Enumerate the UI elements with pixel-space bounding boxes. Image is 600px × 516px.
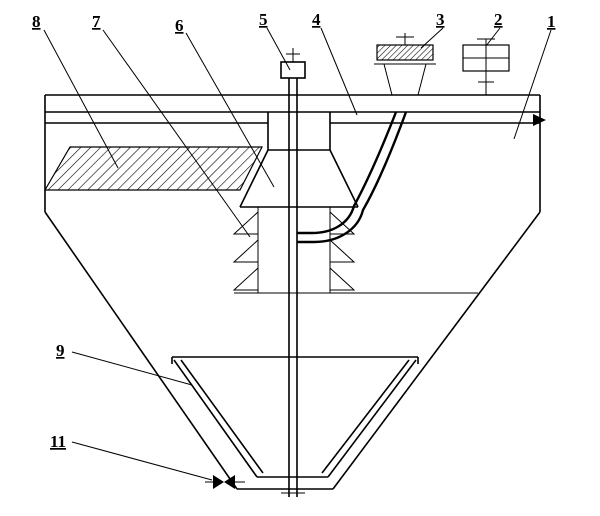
callout-6: 6 (175, 16, 184, 35)
callout-9: 9 (56, 341, 65, 360)
tank-shell-outline (44, 94, 541, 490)
callout-2: 2 (494, 10, 503, 29)
callout-5: 5 (259, 10, 268, 29)
callout-8: 8 (32, 12, 41, 31)
callout-11: 11 (50, 432, 66, 451)
leader-5 (266, 27, 291, 71)
callout-labels: 8 7 6 5 4 3 2 1 9 11 (32, 10, 556, 451)
callout-4: 4 (312, 10, 321, 29)
leader-6 (185, 32, 275, 188)
leader-7 (102, 29, 251, 238)
leader-4 (320, 27, 358, 116)
callout-1: 1 (547, 12, 556, 31)
inner-discharge-cone (171, 356, 419, 478)
leader-9 (71, 351, 193, 386)
leader-8 (43, 29, 119, 169)
callout-7: 7 (92, 12, 101, 31)
support-column-assembly (462, 38, 510, 95)
leader-1 (513, 29, 552, 140)
leader-2 (485, 27, 501, 47)
leader-11 (71, 441, 213, 481)
callout-3: 3 (436, 10, 445, 29)
leader-3 (420, 27, 444, 49)
feed-pipe (297, 111, 408, 244)
central-shaft (280, 48, 306, 497)
discharge-valve (205, 475, 245, 489)
hatched-feed-zone (43, 146, 263, 191)
wall-level-marker (533, 114, 546, 126)
center-feedwell (232, 112, 478, 294)
drive-motor-assembly (374, 33, 436, 96)
callout-leader-lines (43, 27, 552, 481)
